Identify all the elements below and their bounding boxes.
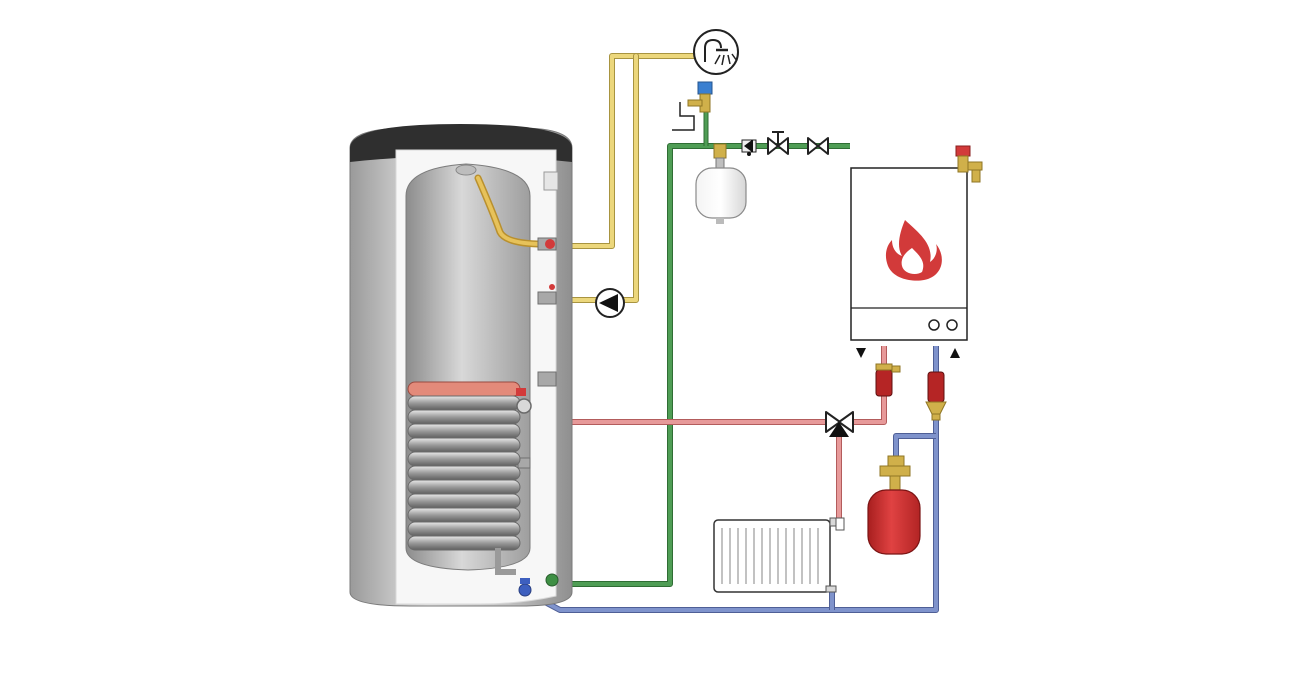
indicator-light — [928, 319, 940, 331]
safety-valve-icon — [955, 145, 983, 183]
safety-valve-icon — [687, 81, 713, 113]
hot-water-pipe — [555, 53, 699, 303]
coil-heat-exchanger-icon — [407, 381, 559, 597]
flame-icon — [885, 220, 942, 281]
indicator-light — [946, 319, 958, 331]
magnetic-filter-icon — [925, 371, 947, 421]
check-valve-icon — [741, 139, 757, 156]
expansion-vessel-icon — [695, 143, 747, 224]
arrow-down-icon — [856, 348, 866, 358]
shower-icon — [693, 29, 739, 75]
arrow-up-icon — [950, 348, 960, 358]
pipe-fitting — [875, 363, 901, 397]
radiator-icon — [713, 517, 845, 593]
boiler — [850, 167, 968, 341]
three-way-valve-icon — [825, 411, 854, 437]
pump-icon — [595, 288, 625, 318]
shutoff-valve-icon — [767, 131, 789, 155]
heating-flow-pipe — [522, 346, 887, 520]
shutoff-valve-icon — [807, 137, 829, 155]
expansion-vessel-icon — [867, 455, 921, 555]
drain-funnel-icon — [672, 102, 695, 131]
